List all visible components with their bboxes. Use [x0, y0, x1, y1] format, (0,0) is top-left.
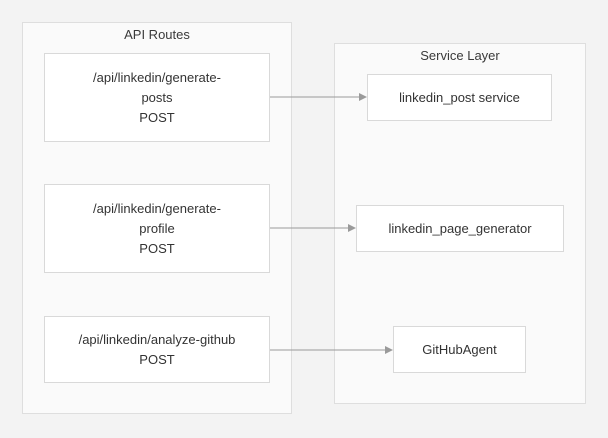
- service-layer-group-title: Service Layer: [420, 48, 500, 63]
- route-node-generate-posts[interactable]: /api/linkedin/generate- posts POST: [44, 53, 270, 142]
- service-label: linkedin_page_generator: [388, 220, 532, 236]
- route-node-analyze-github[interactable]: /api/linkedin/analyze-github POST: [44, 316, 270, 383]
- route-path-line1: /api/linkedin/generate-: [93, 69, 221, 85]
- api-routes-group-title: API Routes: [124, 27, 190, 42]
- route-path-line1: /api/linkedin/analyze-github: [78, 331, 236, 347]
- route-path-line2: profile: [139, 220, 175, 236]
- route-method: POST: [139, 240, 175, 256]
- service-label: GitHubAgent: [422, 341, 497, 357]
- service-node-github-agent[interactable]: GitHubAgent: [393, 326, 526, 373]
- route-method: POST: [139, 351, 175, 367]
- service-node-linkedin-page-generator[interactable]: linkedin_page_generator: [356, 205, 564, 252]
- route-node-generate-profile[interactable]: /api/linkedin/generate- profile POST: [44, 184, 270, 273]
- route-path-line2: posts: [141, 89, 173, 105]
- service-node-linkedin-post[interactable]: linkedin_post service: [367, 74, 552, 121]
- service-label: linkedin_post service: [399, 89, 520, 105]
- route-path-line1: /api/linkedin/generate-: [93, 200, 221, 216]
- route-method: POST: [139, 109, 175, 125]
